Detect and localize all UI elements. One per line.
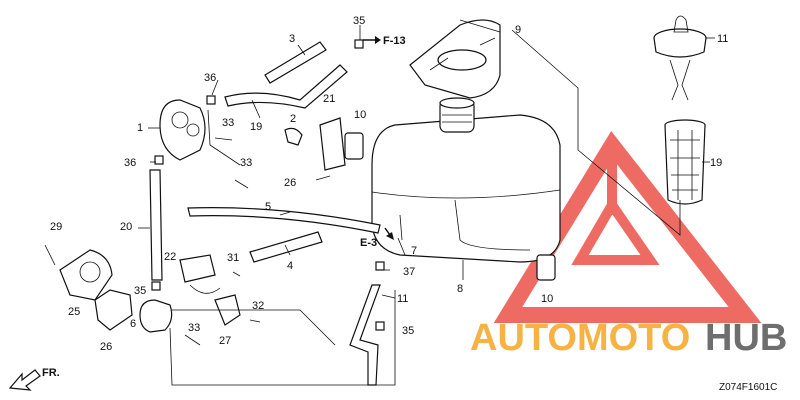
- label-part-27: 27: [219, 335, 231, 347]
- hoses: [149, 41, 381, 386]
- ref-e3: E-3: [360, 237, 377, 249]
- diagram-code: Z074F1601C: [719, 382, 777, 393]
- label-part-22: 20: [120, 221, 132, 233]
- fuel-cock: [159, 99, 206, 161]
- label-part-32: 32: [252, 300, 264, 312]
- label-part-36: 36: [204, 72, 216, 84]
- label-part-4: 4: [287, 260, 293, 272]
- ref-f13: F-13: [383, 35, 406, 47]
- fuel-valve: [139, 254, 241, 333]
- ref-arrow-e3-icon: [384, 227, 394, 240]
- label-part-9: 9: [515, 24, 521, 36]
- front-direction-arrow-icon: [8, 369, 41, 391]
- fuel-tank: [371, 97, 561, 263]
- fuel-cap: [653, 15, 707, 101]
- label-part-25: 25: [68, 306, 80, 318]
- label-part-2: 2: [290, 113, 296, 125]
- label-part-5: 5: [265, 201, 271, 213]
- label-part-33c: 33: [188, 322, 200, 334]
- label-part-10: 10: [354, 109, 366, 121]
- label-part-33: 33: [222, 117, 234, 129]
- watermark-brand-a: AUTOMOTO: [470, 317, 690, 359]
- fuel-filter: [59, 249, 133, 331]
- label-part-35b: 35: [134, 285, 146, 297]
- label-part-28: 26: [284, 177, 296, 189]
- small-parts: [44, 39, 556, 346]
- direction-label: FR.: [42, 367, 60, 379]
- label-part-31: 31: [227, 252, 239, 264]
- watermark-brand-b: HUB: [705, 317, 787, 359]
- label-part-33b: 33: [240, 157, 252, 169]
- label-part-24: 22: [164, 251, 176, 263]
- label-part-8: 8: [457, 283, 463, 295]
- label-part-26: 26: [100, 341, 112, 353]
- leader-lines: [138, 19, 715, 386]
- label-part-7: 7: [411, 245, 417, 257]
- label-part-11: 11: [717, 33, 728, 45]
- label-part-19: 19: [710, 157, 722, 169]
- label-part-6: 6: [130, 318, 136, 330]
- label-part-29: 29: [50, 221, 62, 233]
- ref-arrow-f13-icon: [363, 36, 381, 44]
- label-part-36b: 36: [124, 157, 136, 169]
- tank-cover: [409, 19, 501, 99]
- label-part-10b: 10: [541, 293, 553, 305]
- label-part-1: 1: [137, 122, 143, 134]
- label-part-35c: 35: [402, 325, 414, 337]
- label-part-23: 21: [323, 93, 335, 105]
- label-part-37: 37: [403, 266, 415, 278]
- label-part-3: 3: [289, 33, 295, 45]
- fuel-strainer: [664, 119, 706, 205]
- label-part-35: 35: [353, 15, 365, 27]
- label-part-21: 19: [250, 121, 262, 133]
- label-part-20: 11: [397, 293, 408, 305]
